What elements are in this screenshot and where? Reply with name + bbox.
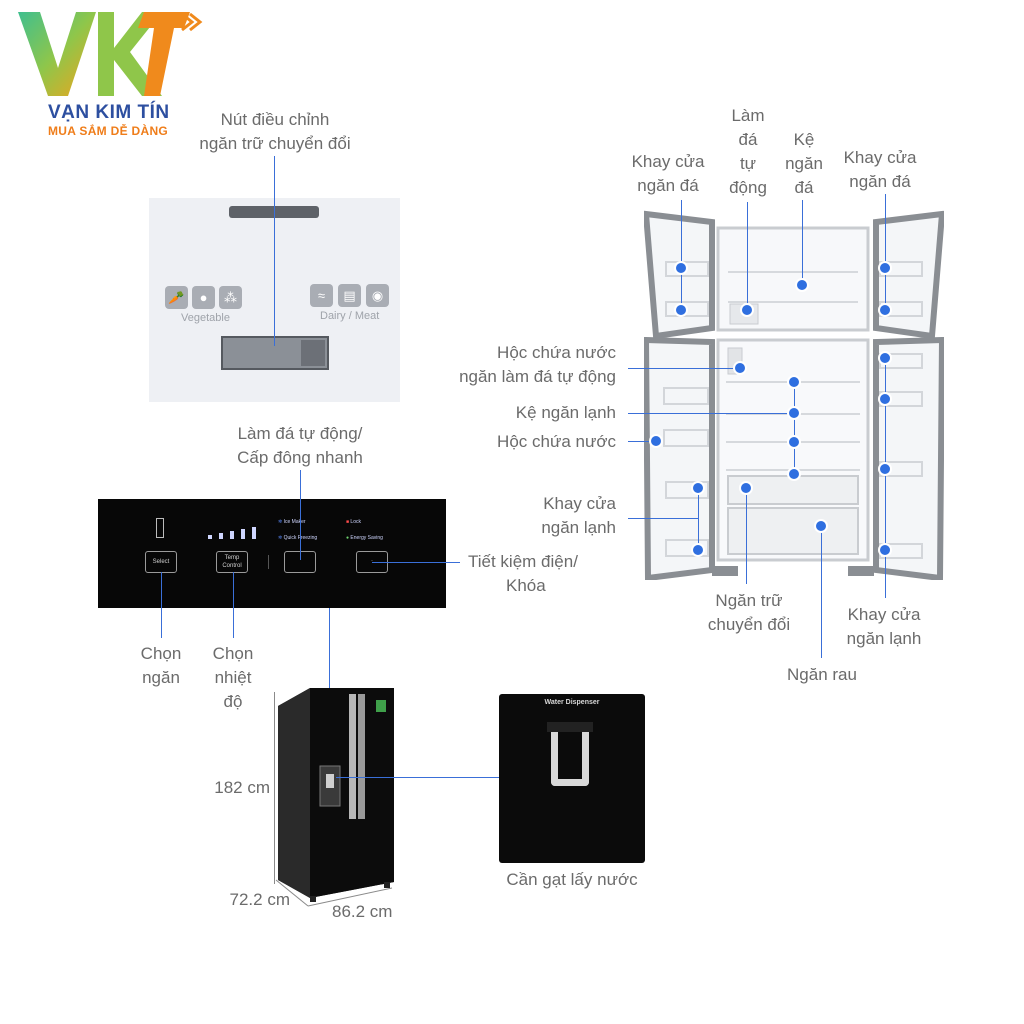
leader-convertible xyxy=(746,488,747,584)
dispenser-lever-label: Cần gạt lấy nước xyxy=(506,870,638,889)
auto-ice-label: Làm đá tự động xyxy=(729,106,767,197)
vegetable-text: Vegetable xyxy=(181,312,230,324)
ice-door-tray-left-label: Khay cửa ngăn đá xyxy=(631,152,705,195)
vegetable-drawer-label: Ngăn rau xyxy=(787,665,857,684)
dot-vegetable xyxy=(814,519,828,533)
leader-freezer-shelf xyxy=(802,200,803,286)
carrot-icon: 🥕 xyxy=(165,286,188,309)
dispenser-lever[interactable] xyxy=(551,728,589,786)
fridge-door-tray-right-label: Khay cửa ngăn lạnh xyxy=(846,605,922,648)
drawer-knob-label: Nút điều chỉnh ngăn trữ chuyển đổi xyxy=(199,110,351,153)
brand-logo: VẠN KIM TÍN MUA SẮM DỄ DÀNG xyxy=(14,8,204,138)
compartment-indicator-icon xyxy=(156,518,164,538)
dot-fridge-tray-right-2 xyxy=(878,392,892,406)
dispenser-leader xyxy=(336,777,500,778)
auto-ice-fast-freeze-label: Làm đá tự động/ Cấp đông nhanh xyxy=(237,424,363,467)
select-button[interactable]: Select xyxy=(145,551,177,573)
dot-fridge-shelf-4 xyxy=(787,467,801,481)
leader-fridge-shelf xyxy=(628,413,794,414)
ice-water-box-label: Hộc chứa nước ngăn làm đá tự động xyxy=(459,343,616,386)
meat-icon: ◉ xyxy=(366,284,389,307)
leader-auto-ice xyxy=(747,202,748,310)
temp-level-bars xyxy=(208,525,260,539)
temp-leader xyxy=(233,572,234,638)
ice-door-tray-right-label: Khay cửa ngăn đá xyxy=(843,148,917,191)
water-dispenser-panel: Water Dispenser xyxy=(499,694,645,863)
dispenser-title: Water Dispenser xyxy=(544,699,600,706)
leader-ice-water-box xyxy=(628,368,740,369)
dot-ice-tray-left-1 xyxy=(674,261,688,275)
grape-icon: ⁂ xyxy=(219,286,242,309)
select-temp-label: Chọn nhiệt độ xyxy=(212,644,254,711)
dot-ice-water-box xyxy=(733,361,747,375)
width-dimension: 86.2 cm xyxy=(332,902,393,921)
freezer-shelf-label: Kệ ngăn đá xyxy=(785,130,823,197)
logo-tagline: MUA SẮM DỄ DÀNG xyxy=(48,124,169,138)
depth-dimension: 72.2 cm xyxy=(229,890,290,909)
fridge-door-tray-left-label: Khay cửa ngăn lạnh xyxy=(541,494,616,537)
ice-maker-text: ✲ Ice Maker xyxy=(278,519,306,525)
drawer-slider-knob[interactable] xyxy=(221,336,329,370)
leader-ice-tray-left xyxy=(681,200,682,312)
energy-lock-label: Tiết kiệm điện/ Khóa xyxy=(468,552,578,595)
panel-to-product-leader xyxy=(329,608,330,744)
energy-leader xyxy=(372,562,460,563)
dot-fridge-shelf-3 xyxy=(787,435,801,449)
drawer-knob-leader xyxy=(274,156,275,346)
dot-convertible xyxy=(739,481,753,495)
select-compartment-label: Chọn ngăn xyxy=(140,644,182,687)
dot-fridge-tray-left-1 xyxy=(691,481,705,495)
base-dimension-lines xyxy=(275,879,393,907)
dot-fridge-tray-left-2 xyxy=(691,543,705,557)
cheese-icon: ▤ xyxy=(338,284,361,307)
select-leader xyxy=(161,572,162,638)
temp-control-button[interactable]: Temp Control xyxy=(216,551,248,573)
tomato-icon: ● xyxy=(192,286,215,309)
dot-freezer-shelf xyxy=(795,278,809,292)
panel-divider xyxy=(268,555,269,569)
logo-mark-icon xyxy=(18,12,203,96)
leader-fridge-shelf-vertical xyxy=(794,382,795,474)
dot-fridge-shelf-1 xyxy=(787,375,801,389)
leader-ice-tray-right xyxy=(885,194,886,312)
convertible-drawer-label: Ngăn trữ chuyển đổi xyxy=(707,591,791,634)
dairy-meat-text: Dairy / Meat xyxy=(320,310,380,322)
height-dimension: 182 cm xyxy=(214,778,270,797)
leader-water-box xyxy=(628,441,656,442)
leader-fridge-tray-left-v xyxy=(698,488,699,550)
leader-fridge-tray-left-h xyxy=(628,518,698,519)
dot-auto-ice xyxy=(740,303,754,317)
dot-ice-tray-right-1 xyxy=(878,261,892,275)
lock-text: ■ Lock xyxy=(346,519,361,525)
logo-name: VẠN KIM TÍN xyxy=(48,102,170,123)
dot-ice-tray-right-2 xyxy=(878,303,892,317)
fish-icon: ≈ xyxy=(310,284,333,307)
fridge-shelf-label: Kệ ngăn lạnh xyxy=(515,403,616,422)
height-dimension-line xyxy=(274,692,275,884)
leader-vegetable xyxy=(821,526,822,658)
dot-water-box xyxy=(649,434,663,448)
water-box-label: Hộc chứa nước xyxy=(497,432,616,451)
dot-fridge-tray-right-1 xyxy=(878,351,892,365)
dot-ice-tray-left-2 xyxy=(674,303,688,317)
dot-fridge-tray-right-3 xyxy=(878,462,892,476)
control-panel: ✲ Ice Maker ✲ Quick Freezing ■ Lock ● En… xyxy=(98,499,446,608)
fridge-product-image xyxy=(278,688,394,902)
quick-freezing-text: ✲ Quick Freezing xyxy=(278,535,318,541)
leader-fridge-tray-right xyxy=(885,358,886,598)
energy-saving-text: ● Energy Saving xyxy=(346,535,383,541)
ice-maker-leader xyxy=(300,470,301,560)
dot-fridge-shelf-2 xyxy=(787,406,801,420)
dot-fridge-tray-right-4 xyxy=(878,543,892,557)
open-fridge-diagram xyxy=(644,210,944,580)
